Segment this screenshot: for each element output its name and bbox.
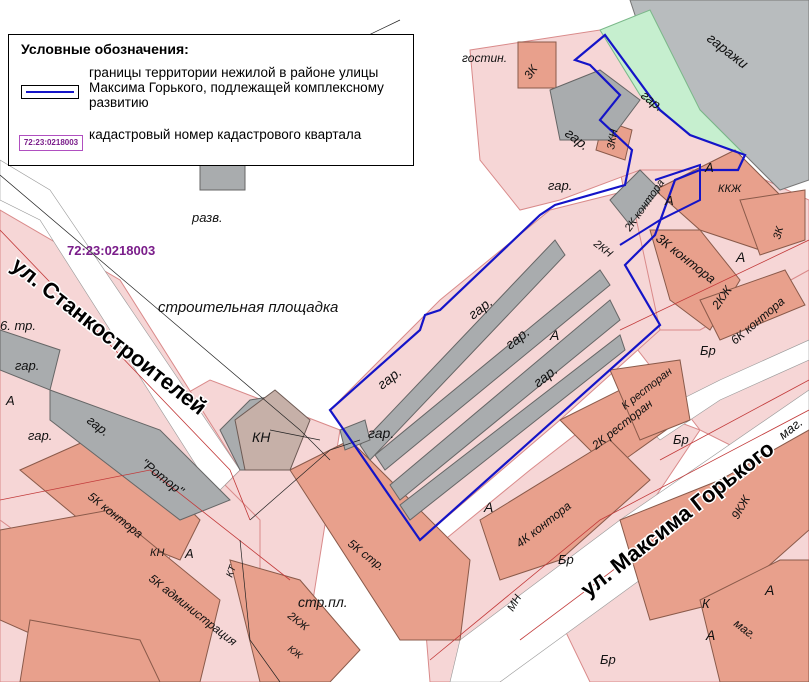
svg-text:А: А — [483, 499, 493, 515]
svg-text:Бр: Бр — [700, 343, 716, 358]
svg-text:А: А — [705, 627, 715, 643]
kn-building — [234, 389, 311, 471]
svg-text:А: А — [549, 327, 559, 343]
svg-text:А: А — [5, 393, 15, 408]
svg-text:КН: КН — [150, 547, 164, 559]
svg-text:К: К — [702, 596, 711, 611]
svg-text:Бр: Бр — [600, 652, 616, 667]
lot-lines — [0, 229, 809, 661]
map-legend: Условные обозначения: границы территории… — [8, 34, 414, 166]
svg-text:стр.пл.: стр.пл. — [298, 594, 348, 610]
svg-text:А: А — [735, 249, 745, 265]
svg-text:А: А — [184, 546, 194, 561]
garage-rows — [0, 69, 661, 521]
svg-text:строительная площадка: строительная площадка — [158, 299, 338, 316]
svg-text:гар.: гар. — [548, 178, 572, 193]
svg-text:А: А — [764, 582, 774, 598]
svg-text:гар.: гар. — [28, 428, 52, 443]
legend-cadastral-text: кадастровый номер кадастрового квартала — [89, 127, 362, 142]
development-boundary — [328, 33, 747, 542]
boundary-inner-line — [619, 163, 701, 246]
cadastral-number-sample: 72:23:0218003 — [19, 135, 83, 151]
buildings — [0, 41, 809, 682]
svg-text:КТ: КТ — [224, 563, 239, 579]
svg-text:3К: 3К — [771, 225, 786, 241]
svg-text:КН: КН — [252, 429, 271, 445]
svg-text:Бр: Бр — [673, 432, 689, 447]
cadastral-number-label: 72:23:0218003 — [67, 243, 155, 258]
svg-text:6. тр.: 6. тр. — [0, 318, 36, 333]
svg-text:А: А — [704, 160, 714, 175]
svg-text:ККЖ: ККЖ — [718, 183, 742, 195]
svg-text:3КН: 3КН — [605, 128, 620, 150]
svg-text:разв.: разв. — [191, 210, 223, 225]
svg-text:А: А — [664, 193, 674, 208]
svg-text:гар.: гар. — [15, 358, 39, 373]
svg-text:Бр: Бр — [558, 552, 574, 567]
boundary-line-sample — [21, 85, 79, 99]
legend-boundary-text: границы территории нежилой в районе улиц… — [89, 65, 384, 110]
svg-text:гостин.: гостин. — [462, 51, 507, 65]
svg-text:гар.: гар. — [368, 425, 394, 441]
legend-title: Условные обозначения: — [21, 41, 189, 57]
